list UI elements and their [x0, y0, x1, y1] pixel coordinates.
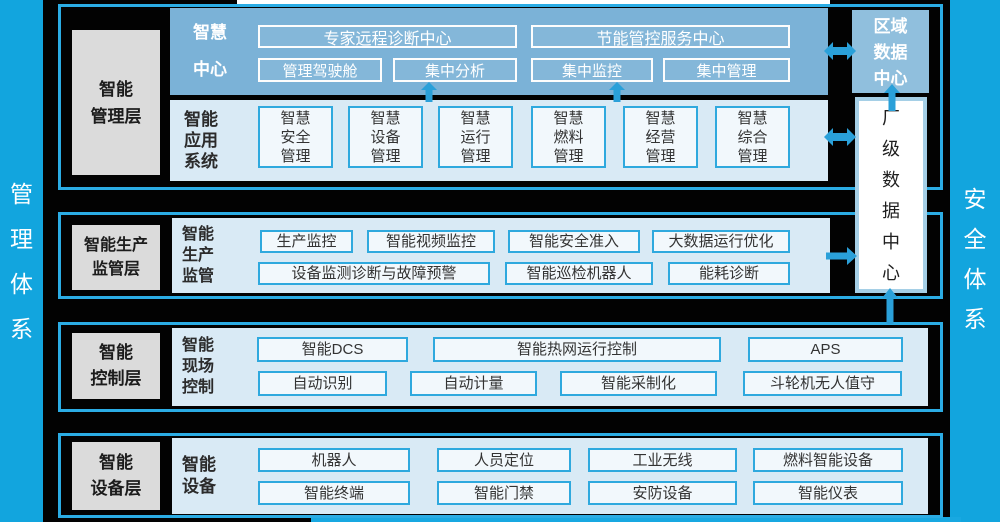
- box-management-cockpit: 管理驾驶舱: [258, 58, 382, 82]
- box-unmanned-stacker-reclaimer: 斗轮机无人值守: [743, 371, 902, 396]
- arrow-up-control-to-plant: [882, 288, 898, 324]
- arrow-bidirectional-smartcenter-regional: [824, 42, 856, 60]
- box-smart-fuel-management: 智慧 燃料 管理: [531, 106, 606, 168]
- box-energy-control-service-center: 节能管控服务中心: [531, 25, 790, 48]
- box-big-data-operation-optimization: 大数据运行优化: [652, 230, 790, 253]
- management-layer-frame: [58, 4, 943, 190]
- box-auto-metering: 自动计量: [410, 371, 537, 396]
- box-smart-inspection-robot: 智能巡检机器人: [505, 262, 653, 285]
- box-smart-heat-network-control: 智能热网运行控制: [433, 337, 721, 362]
- box-industrial-wireless: 工业无线: [588, 448, 737, 472]
- box-smart-meter: 智能仪表: [753, 481, 903, 505]
- box-smart-dcs: 智能DCS: [257, 337, 408, 362]
- management-layer-label: 智能 管理层: [72, 30, 160, 175]
- device-panel-label: 智能 设备: [182, 455, 216, 496]
- box-smart-video-surveillance: 智能视频监控: [367, 230, 495, 253]
- arrow-bidirectional-appsystem-plant: [824, 128, 856, 146]
- box-robot: 机器人: [258, 448, 410, 472]
- right-rail-label: 安 全 体 系: [963, 186, 987, 332]
- box-production-monitoring: 生产监控: [260, 230, 353, 253]
- box-smart-operation-management: 智慧 运行 管理: [438, 106, 513, 168]
- smart-center-label: 智慧 中心: [193, 23, 227, 79]
- control-layer-frame: [58, 322, 943, 412]
- box-centralized-monitoring: 集中监控: [531, 58, 653, 82]
- bottom-cyan-strip: [311, 517, 961, 522]
- app-system-label: 智能 应用 系统: [184, 110, 218, 171]
- production-panel-label: 智能 生产 监管: [182, 226, 215, 285]
- box-personnel-positioning: 人员定位: [437, 448, 571, 472]
- box-smart-safety-access: 智能安全准入: [508, 230, 640, 253]
- box-expert-remote-diagnosis-center: 专家远程诊断中心: [258, 25, 517, 48]
- box-equipment-diagnosis-fault-warning: 设备监测诊断与故障预警: [258, 262, 490, 285]
- box-smart-access-control: 智能门禁: [437, 481, 571, 505]
- regional-data-center-box: 区域 数据 中心: [852, 10, 929, 93]
- control-panel-label: 智能 现场 控制: [182, 337, 215, 396]
- box-smart-comprehensive-management: 智慧 综合 管理: [715, 106, 790, 168]
- plant-data-center-box: 厂 级 数 据 中 心: [855, 97, 927, 293]
- box-centralized-management: 集中管理: [663, 58, 790, 82]
- box-aps: APS: [748, 337, 903, 362]
- box-smart-safety-management: 智慧 安全 管理: [258, 106, 333, 168]
- box-smart-terminal: 智能终端: [258, 481, 410, 505]
- arrow-up-centralized-monitoring: [609, 82, 625, 102]
- left-rail-label: 管 理 体 系: [10, 181, 33, 342]
- box-smart-equipment-management: 智慧 设备 管理: [348, 106, 423, 168]
- box-smart-business-management: 智慧 经营 管理: [623, 106, 698, 168]
- box-auto-identification: 自动识别: [258, 371, 387, 396]
- arrow-up-centralized-analysis: [421, 82, 437, 102]
- device-layer-frame: [58, 433, 943, 518]
- box-centralized-analysis: 集中分析: [393, 58, 517, 82]
- box-security-equipment: 安防设备: [588, 481, 737, 505]
- production-layer-frame: [58, 212, 943, 299]
- control-layer-label: 智能 控制层: [72, 333, 160, 399]
- box-smart-sampling: 智能采制化: [560, 371, 717, 396]
- arrow-right-production-plant: [826, 247, 857, 265]
- arrow-up-plant-to-regional: [884, 84, 900, 111]
- top-white-strip: [237, 0, 830, 4]
- production-layer-label: 智能生产 监管层: [72, 225, 160, 290]
- device-layer-label: 智能 设备层: [72, 442, 160, 510]
- box-fuel-smart-equipment: 燃料智能设备: [753, 448, 903, 472]
- box-energy-consumption-diagnosis: 能耗诊断: [668, 262, 790, 285]
